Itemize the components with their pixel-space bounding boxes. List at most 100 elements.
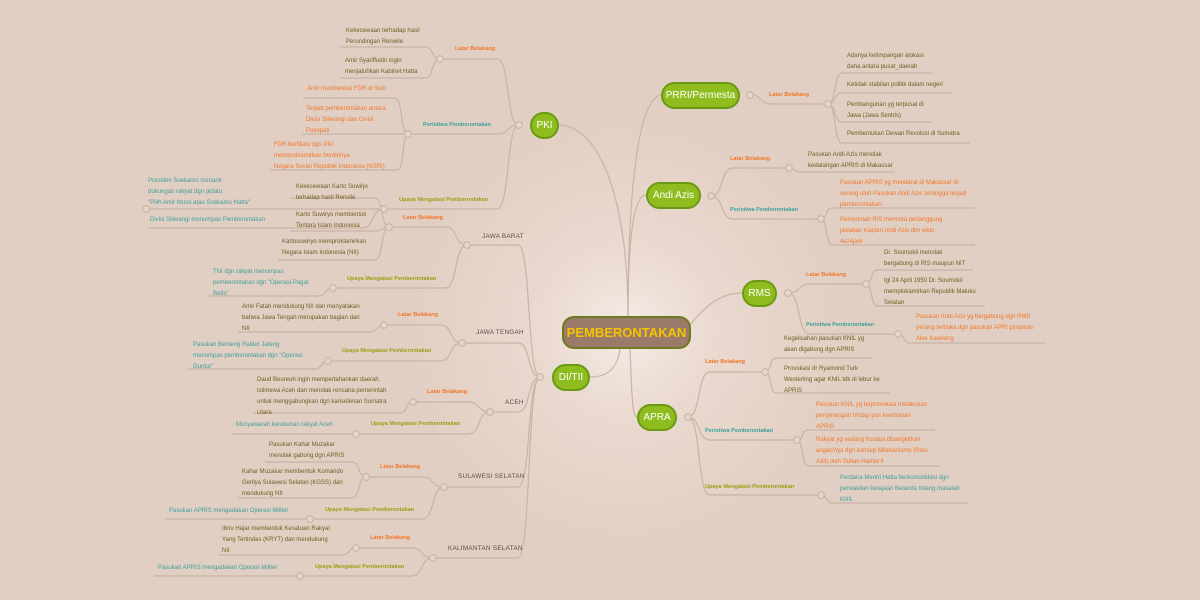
region-kalimantan-selatan[interactable]: KALIMANTAN SELATAN <box>448 545 523 552</box>
connector-line <box>467 244 541 378</box>
collapse-toggle-circle[interactable] <box>793 436 801 444</box>
collapse-toggle-circle[interactable] <box>324 357 332 365</box>
pki-peristiwa-label[interactable]: Peristiwa Pemberontakan <box>423 122 492 128</box>
connector-line <box>440 58 520 126</box>
collapse-toggle-circle[interactable] <box>352 430 360 438</box>
andi-latar-label[interactable]: Latar Belakang <box>730 156 771 162</box>
leaf-text: Pasukan Andi Azis menolak kedatangan APR… <box>808 152 893 169</box>
leaf-text: Ketidak stabilan politik dalam negeri <box>847 82 943 88</box>
connector-line <box>374 226 390 261</box>
region-jawa-barat[interactable]: JAWA BARAT <box>482 233 524 240</box>
collapse-toggle-circle[interactable] <box>409 398 417 406</box>
collapse-toggle-circle[interactable] <box>362 473 370 481</box>
rms-peristiwa-label[interactable]: Peristiwa Pemberontakan <box>806 322 875 328</box>
upaya-label[interactable]: Upaya Mengatasi Pemberontakan <box>315 564 405 570</box>
leaf-text: Divisi Siliwangi menumpas Pemberontakan <box>150 217 266 223</box>
collapse-toggle-circle[interactable] <box>515 121 523 129</box>
upaya-label[interactable]: Upaya Mengatasi Pemberontakan <box>371 421 461 427</box>
collapse-toggle-circle[interactable] <box>785 164 793 172</box>
topic-prri-permesta[interactable]: PRRI/Permesta <box>661 82 740 109</box>
latar-label[interactable]: Latar Belakang <box>380 464 421 470</box>
collapse-toggle-circle[interactable] <box>761 368 769 376</box>
apra-upaya-label[interactable]: Upaya Mengatasi Pemberontakan <box>705 484 795 490</box>
apra-peristiwa-label[interactable]: Peristiwa Pemberontakan <box>705 428 774 434</box>
leaf-text: Kegelisahan pasukan KNIL yg akan digabun… <box>784 336 865 353</box>
connector-line <box>356 547 434 559</box>
collapse-toggle-circle[interactable] <box>429 554 437 562</box>
collapse-toggle-circle[interactable] <box>862 280 870 288</box>
connector-line <box>787 292 898 335</box>
collapse-toggle-circle[interactable] <box>746 91 754 99</box>
pki-upaya-label[interactable]: Upaya Mengatasi Pemberontakan <box>399 197 489 203</box>
collapse-toggle-circle[interactable] <box>536 373 544 381</box>
collapse-toggle-circle[interactable] <box>684 413 692 421</box>
collapse-toggle-circle[interactable] <box>817 491 825 499</box>
leaf-text: Kekecewaan terhadap hasil Perundingan Re… <box>346 28 420 45</box>
collapse-toggle-circle[interactable] <box>784 289 792 297</box>
main-branch <box>629 348 638 418</box>
region-sulawesi-selatan[interactable]: SULAWESI SELATAN <box>458 473 525 480</box>
connector-line <box>462 342 541 378</box>
topic-rms[interactable]: RMS <box>742 280 777 307</box>
apra-latar-label[interactable]: Latar Belakang <box>705 359 746 365</box>
latar-label[interactable]: Latar Belakang <box>403 215 444 221</box>
collapse-toggle-circle[interactable] <box>306 515 314 523</box>
collapse-toggle-circle[interactable] <box>463 241 471 249</box>
topic-di-tii[interactable]: DI/TII <box>552 364 590 391</box>
topic-apra[interactable]: APRA <box>637 404 677 431</box>
latar-label[interactable]: Latar Belakang <box>427 389 468 395</box>
leaf-text: Pemerintah RIS meminta pertanggung jawab… <box>840 217 943 245</box>
leaf-text: Daud Beureuh ingin mempertahankan daerah… <box>257 377 387 416</box>
collapse-toggle-circle[interactable] <box>817 215 825 223</box>
connector-line <box>366 476 445 488</box>
leaf-text: Musyawarah kerukunan rakyat Aceh <box>236 422 333 428</box>
connector-line <box>433 376 541 559</box>
leaf-text: Pasukan Benteng Raider Jateng menumpas p… <box>193 342 303 370</box>
main-branch <box>557 124 629 319</box>
connector-line <box>413 401 491 413</box>
leaf-text: Presiden Soekamo menarik dukungan rakyat… <box>148 178 250 206</box>
prri-latar-label[interactable]: Latar Belakang <box>769 92 810 98</box>
collapse-toggle-circle[interactable] <box>707 192 715 200</box>
leaf-text: Karto Suwiryo membentuk Tentara Islam In… <box>296 212 367 229</box>
collapse-toggle-circle[interactable] <box>436 55 444 63</box>
collapse-toggle-circle[interactable] <box>352 544 360 552</box>
leaf-text: Pembangunan yg terpusat di Jawa (Jawa Se… <box>847 102 924 119</box>
region-aceh[interactable]: ACEH <box>505 399 524 406</box>
collapse-toggle-circle[interactable] <box>380 321 388 329</box>
collapse-toggle-circle[interactable] <box>824 100 832 108</box>
latar-label[interactable]: Latar Belakang <box>398 312 439 318</box>
collapse-toggle-circle[interactable] <box>894 330 902 338</box>
collapse-toggle-circle[interactable] <box>142 205 150 213</box>
collapse-toggle-circle[interactable] <box>329 284 337 292</box>
leaf-text: Provokasi dr Ryamond Turk Westerling aga… <box>784 366 880 394</box>
leaf-text: Kahar Muzakar membentuk Komando Gerilya … <box>242 469 344 497</box>
main-branch <box>589 347 621 378</box>
upaya-label[interactable]: Upaya Mengatasi Pemberontakan <box>325 507 415 513</box>
leaf-text: Pasukan APRIS mengadakan Operasi Militer <box>169 508 289 514</box>
connector-line <box>820 218 833 246</box>
collapse-toggle-circle[interactable] <box>440 483 448 491</box>
region-jawa-tengah[interactable]: JAWA TENGAH <box>476 329 524 336</box>
collapse-toggle-circle[interactable] <box>380 205 388 213</box>
upaya-label[interactable]: Upaya Mengatasi Pemberontakan <box>347 276 437 282</box>
collapse-toggle-circle[interactable] <box>385 223 393 231</box>
collapse-toggle-circle[interactable] <box>458 339 466 347</box>
leaf-text: Perdana Mentri Hatta berkonsolidasi dgn … <box>840 475 960 503</box>
central-topic[interactable]: PEMBERONTAKAN <box>562 316 691 349</box>
collapse-toggle-circle[interactable] <box>296 572 304 580</box>
leaf-text: Kartosuwiryo memproklamirkan Negara Isla… <box>282 239 367 256</box>
collapse-toggle-circle[interactable] <box>404 130 412 138</box>
connector-line <box>444 376 541 488</box>
topic-pki[interactable]: PKI <box>530 112 559 139</box>
collapse-toggle-circle[interactable] <box>486 408 494 416</box>
latar-label[interactable]: Latar Belakang <box>370 535 411 541</box>
upaya-label[interactable]: Upaya Mengatasi Pemberontakan <box>342 348 432 354</box>
connector-line <box>333 244 468 289</box>
rms-latar-label[interactable]: Latar Belakang <box>806 272 847 278</box>
andi-peristiwa-label[interactable]: Peristiwa Pemberontakan <box>730 207 799 213</box>
leaf-text: Adanya ketimpangan alokasi dana antara p… <box>847 53 924 70</box>
topic-andi-azis[interactable]: Andi Azis <box>646 182 701 209</box>
pki-latar-label[interactable]: Latar Belakang <box>455 46 496 52</box>
